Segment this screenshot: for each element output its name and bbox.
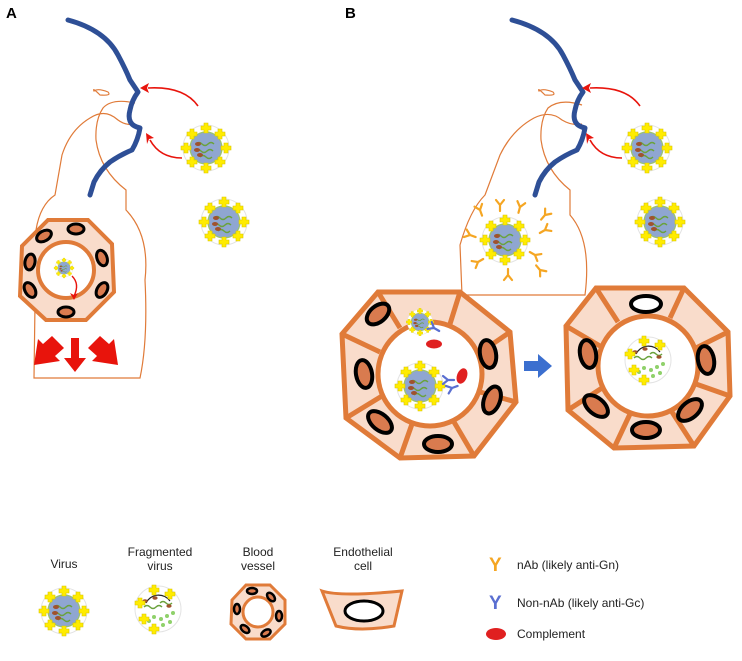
leakage-arrows-a [34,336,118,372]
panel-label-b: B [345,5,356,22]
inhalation-arrows-b [582,83,641,159]
virus-particle [199,197,249,247]
neutralized-virus-b [462,198,553,282]
virus-particle [622,123,672,173]
blood-vessel-a [17,218,117,322]
legend-blood-vessel-label-line1: Blood [243,545,274,559]
legend-virus-icon [39,586,89,636]
legend-fragmented-virus-label-line2: virus [147,559,172,573]
body-outline-b [459,89,588,296]
legend-endothelial-cell-label-line2: cell [354,559,372,573]
panel-label-a: A [6,5,17,22]
legend-virus-label: Virus [50,557,77,571]
legend-nab-label: nAb (likely anti-Gn) [517,558,619,572]
legend: Virus Fragmented virus Blood vessel Endo… [39,545,644,641]
progression-arrow [524,354,552,378]
legend-blood-vessel-label-line2: vessel [241,559,275,573]
inhalation-arrows-a [140,83,199,159]
virus-particle [635,197,685,247]
legend-endothelial-cell-label-line1: Endothelial [333,545,392,559]
legend-complement-icon [486,628,506,640]
virus-particle [181,123,231,173]
legend-complement-label: Complement [517,627,586,641]
legend-non-nab-label: Non-nAb (likely anti-Gc) [517,596,644,610]
body-outline-a [33,89,147,379]
legend-blood-vessel-icon [229,583,287,641]
legend-endothelial-cell-icon [319,588,404,631]
legend-nab-symbol: Y [489,555,502,576]
blood-vessel-b-right [563,285,733,451]
face-profile-b [509,17,588,198]
legend-fragmented-virus-icon [135,585,181,634]
legend-non-nab-symbol: Y [489,593,502,614]
face-profile-a [65,17,143,198]
legend-fragmented-virus-label-line1: Fragmented [128,545,193,559]
blood-vessel-b-left [339,289,519,461]
